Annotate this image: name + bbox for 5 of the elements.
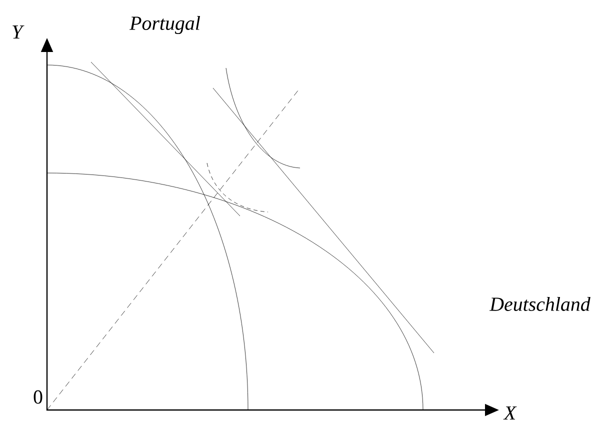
axis-label: 0 bbox=[34, 390, 42, 404]
axis-label: Portugal bbox=[129, 16, 200, 34]
axis-label: Y bbox=[12, 25, 24, 39]
axis-label: X bbox=[503, 406, 517, 420]
axis-label: Deutschland bbox=[489, 296, 590, 312]
